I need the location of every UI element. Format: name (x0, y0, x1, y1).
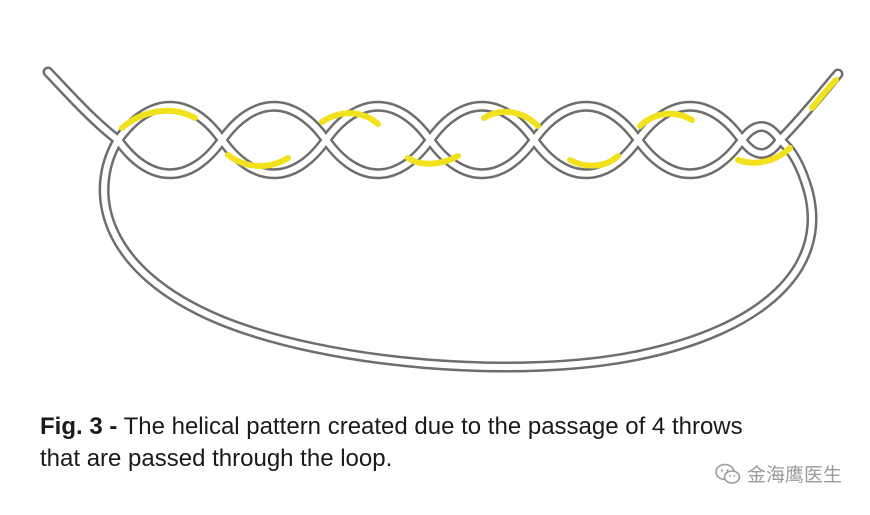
left-tail-core (45, 69, 121, 143)
highlight-segment-1 (119, 107, 198, 131)
watermark: 金海鹰医生 (715, 460, 842, 487)
caption-line1-text: The helical pattern created due to the p… (117, 413, 743, 440)
highlight-segment-3 (319, 110, 381, 127)
highlight-segment-8 (735, 145, 793, 166)
wechat-icon (715, 463, 741, 484)
highlight-segment-5 (481, 108, 541, 129)
caption-line-2: that are passed through the loop. (40, 445, 393, 472)
loop-strand-core (101, 137, 815, 371)
highlight-segment-7 (637, 110, 695, 129)
helix-strand-b-core (115, 103, 783, 177)
caption-line-1: Fig. 3 - The helical pattern created due… (40, 411, 860, 443)
figure-caption: Fig. 3 - The helical pattern created due… (40, 411, 860, 475)
highlight-segment-9 (809, 77, 839, 111)
strand-core-layer (45, 69, 841, 371)
highlight-segment-4 (405, 153, 461, 167)
highlight-segments (119, 77, 839, 169)
highlight-segment-2 (225, 152, 291, 169)
caption-lead: Fig. 3 - (40, 413, 118, 440)
helical-suture-diagram (42, 66, 844, 373)
helix-strand-a-core (115, 103, 783, 177)
highlight-segment-6 (567, 153, 621, 169)
suture-strands (42, 66, 844, 373)
watermark-text: 金海鹰医生 (746, 464, 842, 486)
